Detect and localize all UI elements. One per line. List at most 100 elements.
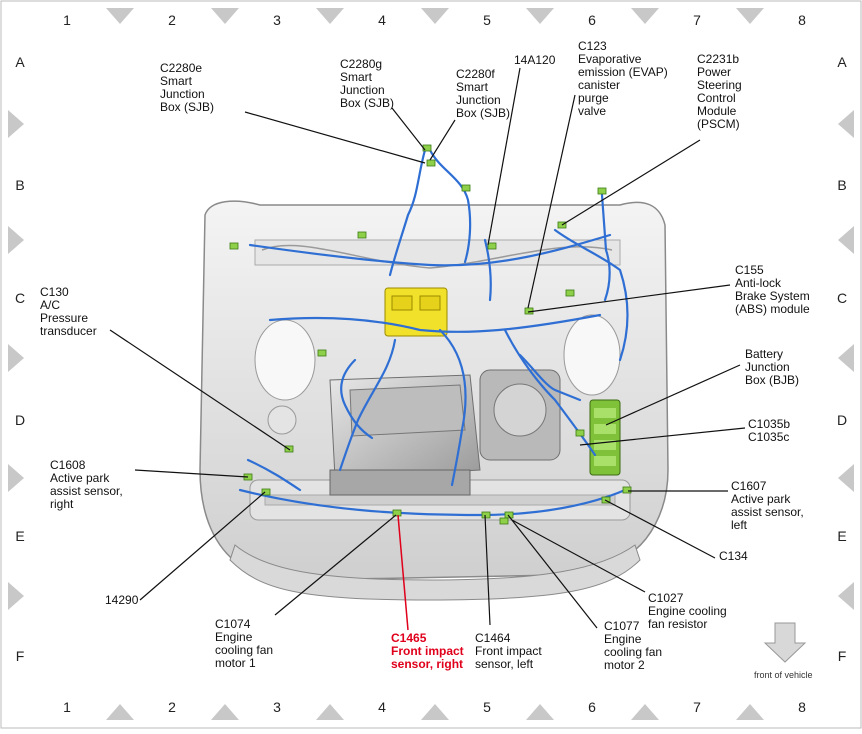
grid-marker-top	[316, 8, 344, 24]
grid-marker-right	[838, 582, 854, 610]
grid-marker-top	[421, 8, 449, 24]
c1607-label-line: assist sensor,	[731, 505, 804, 519]
grid-marker-top	[526, 8, 554, 24]
c1464-label-line: sensor, left	[475, 657, 534, 671]
c2280e-label-line: Junction	[160, 87, 205, 101]
c1608-label-line: assist sensor,	[50, 484, 123, 498]
grid-col-top-3: 3	[273, 12, 281, 28]
c130-label-line: transducer	[40, 324, 97, 338]
connectors	[229, 144, 632, 525]
c1027-label-line: fan resistor	[648, 617, 708, 631]
grid-marker-bottom	[736, 704, 764, 720]
c1607-label-line: Active park	[731, 492, 791, 506]
c1027-label-line: Engine cooling	[648, 604, 727, 618]
c155-label-line: C155	[735, 263, 764, 277]
grid-row-right-C: C	[836, 290, 848, 306]
front-arrow-icon	[763, 622, 807, 663]
grid-marker-left	[8, 344, 24, 372]
grid-col-bottom-8: 8	[798, 699, 806, 715]
grid-marker-right	[838, 110, 854, 138]
c2280e-label-line: C2280e	[160, 61, 203, 75]
grid-marker-bottom	[631, 704, 659, 720]
c1465-label-line: C1465	[391, 631, 427, 645]
c1077-label-line: motor 2	[604, 658, 645, 672]
c130-label-line: A/C	[40, 298, 61, 312]
grid-col-bottom-1: 1	[63, 699, 71, 715]
grid-marker-top	[736, 8, 764, 24]
c1465-leader-line	[397, 514, 409, 631]
grid-row-left-D: D	[14, 412, 26, 428]
grid-col-top-8: 8	[798, 12, 806, 28]
c123-label-line: emission (EVAP)	[578, 65, 668, 79]
grid-row-left-B: B	[15, 177, 25, 193]
c1608-label-line: C1608	[50, 458, 86, 472]
c2280e-label-line: Smart	[160, 74, 193, 88]
c2280g-label-line: Box (SJB)	[340, 96, 395, 110]
grid-marker-left	[8, 464, 24, 492]
c1074-label-line: Engine	[215, 630, 253, 644]
wiring-harness	[238, 148, 629, 517]
c1074-label-line: C1074	[215, 617, 251, 631]
grid-marker-right	[838, 344, 854, 372]
bjb-label-line: Junction	[745, 360, 790, 374]
c1077-label-line: Engine	[604, 632, 642, 646]
c1464-label-line: Front impact	[475, 644, 542, 658]
grid-marker-bottom	[526, 704, 554, 720]
grid-marker-top	[106, 8, 134, 24]
grid-col-bottom-4: 4	[378, 699, 386, 715]
c2231b-label-line: (PSCM)	[697, 117, 740, 131]
c1465-label-line: sensor, right	[391, 657, 464, 671]
c1608-label-line: Active park	[50, 471, 110, 485]
grid-row-left-C: C	[14, 290, 26, 306]
grid-col-top-7: 7	[693, 12, 701, 28]
c123-label-line: Evaporative	[578, 52, 642, 66]
grid-row-left-F: F	[15, 648, 25, 664]
grid-marker-right	[838, 464, 854, 492]
front-of-vehicle-label: front of vehicle	[754, 670, 813, 680]
leader-lines	[109, 67, 746, 629]
grid-marker-left	[8, 110, 24, 138]
c155-label-line: Brake System	[735, 289, 810, 303]
grid-col-top-1: 1	[63, 12, 71, 28]
bjb-label-line: Box (BJB)	[745, 373, 800, 387]
c1607-label-line: left	[731, 518, 748, 532]
grid-marker-top	[211, 8, 239, 24]
bjb-label-line: Battery	[745, 347, 784, 361]
grid-row-left-E: E	[15, 528, 25, 544]
c2280g-label-line: Smart	[340, 70, 373, 84]
c1465-label-line: Front impact	[391, 644, 464, 658]
callout-14290: 14290	[105, 594, 138, 607]
c1035-label-line: C1035b	[748, 417, 791, 431]
grid-marker-top	[631, 8, 659, 24]
c1074-label-line: cooling fan	[215, 643, 274, 657]
c1035-label-line: C1035c	[748, 430, 790, 444]
c1077-label-line: cooling fan	[604, 645, 663, 659]
grid-col-top-4: 4	[378, 12, 386, 28]
grid-marker-bottom	[316, 704, 344, 720]
c123-label-line: valve	[578, 104, 607, 118]
grid-col-top-6: 6	[588, 12, 596, 28]
c1464-label-line: C1464	[475, 631, 511, 645]
grid-marker-bottom	[106, 704, 134, 720]
c2280e-label-line: Box (SJB)	[160, 100, 215, 114]
c2231b-label-line: Power	[697, 65, 732, 79]
grid-row-right-B: B	[837, 177, 847, 193]
callout-14a120: 14A120	[514, 54, 555, 67]
c1607-label-line: C1607	[731, 479, 767, 493]
c2280f-label-line: Box (SJB)	[456, 106, 511, 120]
vehicle-body	[199, 200, 669, 601]
c130-label-line: Pressure	[40, 311, 89, 325]
